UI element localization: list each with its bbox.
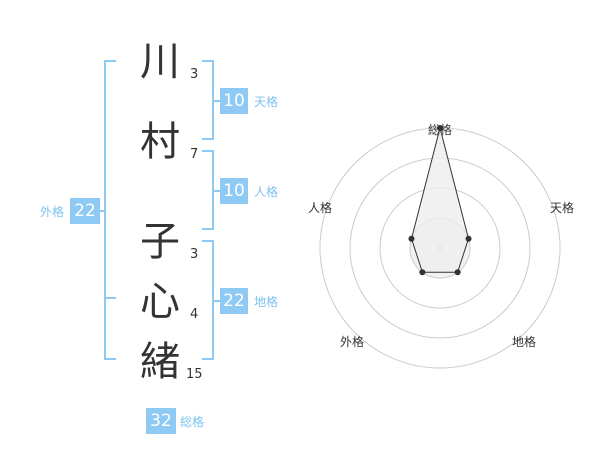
radar-point-5	[408, 235, 415, 242]
stroke-count-5: 15	[186, 367, 203, 382]
name-char-2: 村	[140, 119, 180, 165]
chikaku-connector	[212, 300, 220, 302]
radar-point-2	[465, 235, 472, 242]
name-char-5: 緒	[140, 339, 180, 385]
radar-point-3	[454, 269, 461, 276]
radar-data-polygon	[410, 127, 470, 273]
name-char-3: 子	[140, 219, 180, 265]
gaikaku-bracket-tick	[104, 297, 116, 299]
radar-points	[408, 125, 472, 276]
stroke-count-1: 3	[190, 67, 199, 82]
fortune-radar-chart	[319, 125, 561, 369]
jinkaku-connector	[212, 190, 220, 192]
radar-axis-label-chikaku: 地格	[512, 335, 537, 349]
stroke-count-2: 7	[190, 147, 199, 162]
radar-point-4	[419, 269, 426, 276]
name-char-4: 心	[140, 279, 180, 325]
chikaku-label: 地格	[254, 295, 279, 309]
radar-axis-label-tenkaku: 天格	[550, 201, 575, 215]
tenkaku-badge: 10	[220, 88, 248, 114]
gaikaku-label: 外格	[40, 205, 65, 219]
stroke-count-3: 3	[190, 247, 199, 262]
tenkaku-label: 天格	[254, 95, 279, 109]
tenkaku-connector	[212, 100, 220, 102]
gaikaku-badge: 22	[70, 198, 100, 224]
radar-axis-label-soukaku: 総格	[428, 123, 453, 137]
stroke-count-4: 4	[190, 307, 199, 322]
jinkaku-badge: 10	[220, 178, 248, 204]
radar-axis-label-gaikaku: 外格	[340, 335, 365, 349]
soukaku-label: 総格	[180, 415, 205, 429]
name-char-1: 川	[140, 39, 180, 85]
radar-axis-label-jinkaku: 人格	[308, 201, 333, 215]
gaikaku-connector	[100, 210, 106, 212]
radar-point-1	[437, 125, 443, 131]
chikaku-badge: 22	[220, 288, 248, 314]
jinkaku-label: 人格	[254, 185, 279, 199]
soukaku-badge: 32	[146, 408, 176, 434]
